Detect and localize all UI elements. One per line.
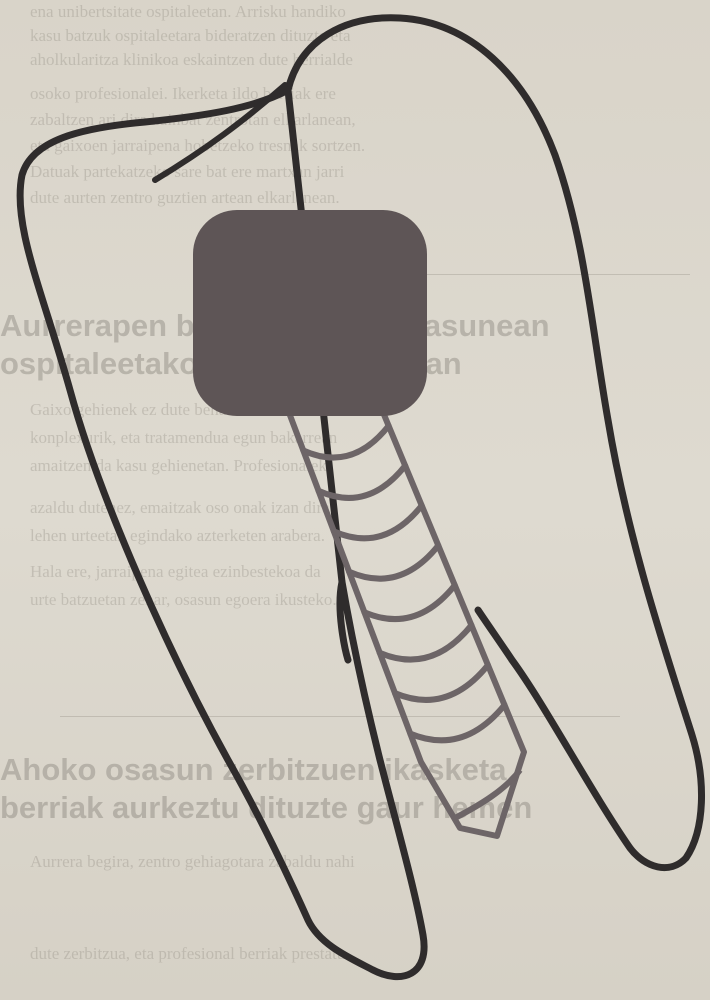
screw-thread [349, 546, 438, 579]
screw-thread [410, 705, 504, 740]
screw-thread [334, 506, 422, 539]
screw-thread [395, 665, 488, 700]
cusp-groove-line [155, 85, 285, 180]
screw-thread [364, 585, 454, 619]
screw-thread [303, 426, 388, 458]
screw-thread [380, 625, 472, 659]
implant-crown [193, 210, 427, 416]
